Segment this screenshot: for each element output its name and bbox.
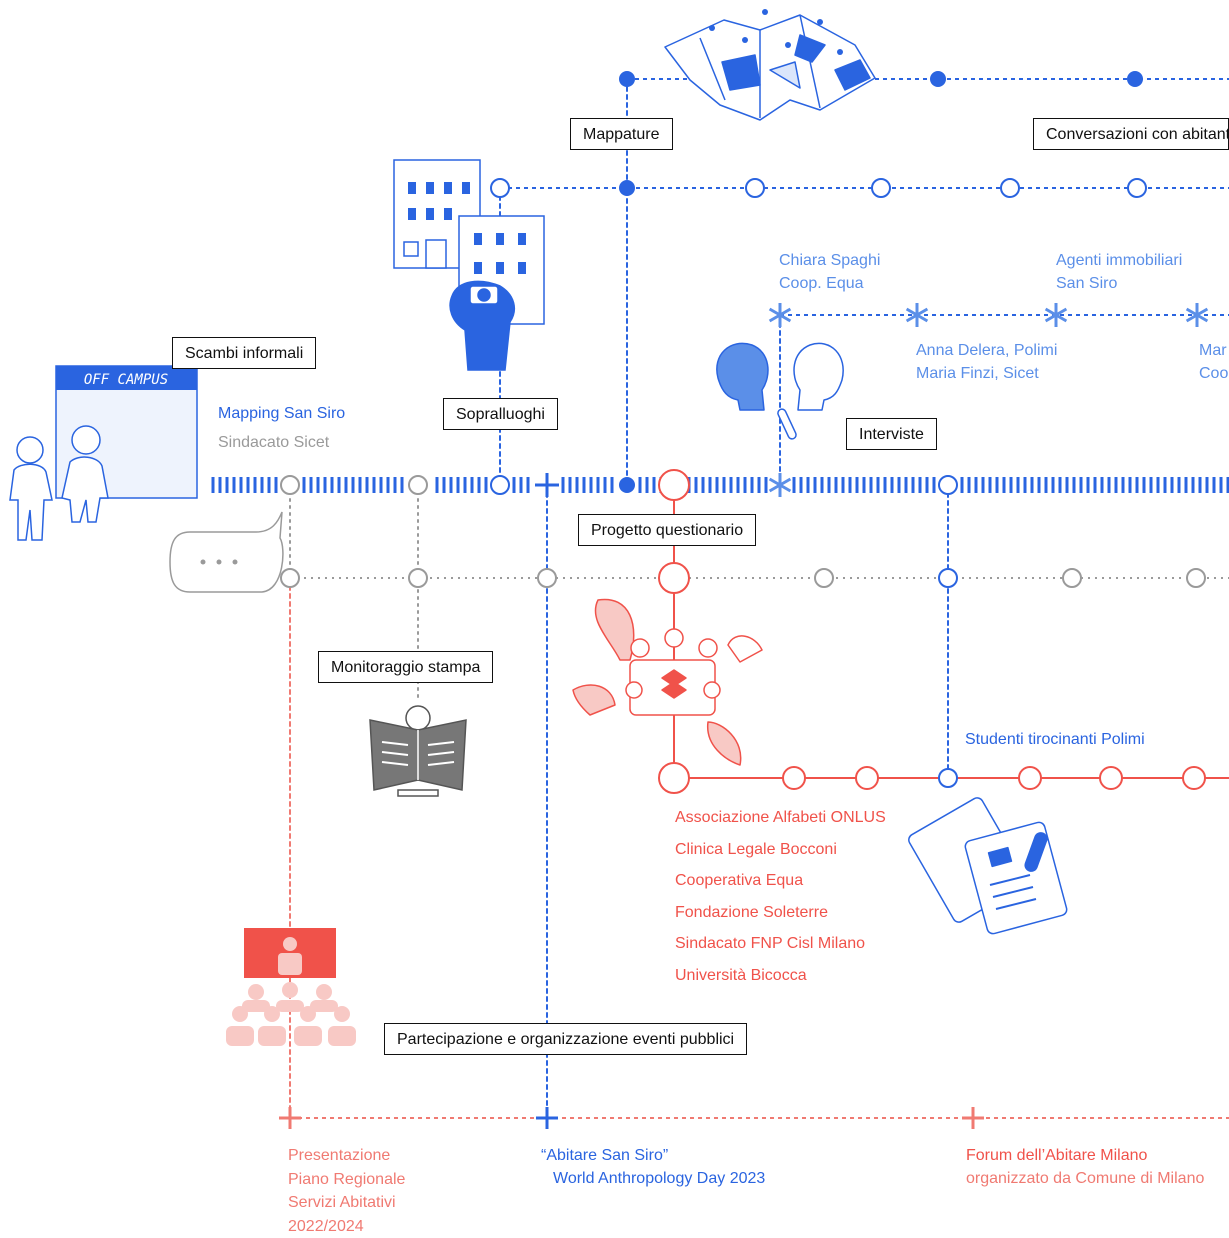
node <box>619 180 635 196</box>
event-line: Presentazione <box>288 1144 405 1168</box>
event-forum: Forum dell’Abitare Milano organizzato da… <box>966 1144 1204 1190</box>
node <box>1128 179 1146 197</box>
folded-map-icon <box>665 9 875 120</box>
label-line: Mar <box>1199 339 1228 362</box>
label-line: Coo <box>1199 362 1228 385</box>
main-timeline <box>213 477 1228 493</box>
node <box>659 763 689 793</box>
node <box>746 179 764 197</box>
event-presentazione: Presentazione Piano Regionale Servizi Ab… <box>288 1144 405 1238</box>
documents-icon <box>907 796 1068 935</box>
event-line: Piano Regionale <box>288 1168 405 1192</box>
label-line: Agenti immobiliari <box>1056 249 1182 272</box>
node <box>1063 569 1081 587</box>
node <box>1183 767 1205 789</box>
node <box>1127 71 1143 87</box>
box-eventi: Partecipazione e organizzazione eventi p… <box>384 1023 747 1055</box>
label-line: Coop. Equa <box>779 272 880 295</box>
node <box>815 569 833 587</box>
node <box>783 767 805 789</box>
label-line: San Siro <box>1056 272 1182 295</box>
label-chiara: Chiara Spaghi Coop. Equa <box>779 249 880 295</box>
event-markers <box>279 1107 984 1129</box>
label-line: Chiara Spaghi <box>779 249 880 272</box>
event-line: “Abitare San Siro” <box>541 1144 765 1167</box>
node <box>1001 179 1019 197</box>
node <box>659 470 689 500</box>
partner-item: Clinica Legale Bocconi <box>675 834 886 866</box>
speech-bubble-icon <box>170 512 283 592</box>
label-line: Anna Delera, Polimi <box>916 339 1057 362</box>
off-campus-text: OFF CAMPUS <box>84 372 168 388</box>
node <box>491 179 509 197</box>
node <box>1187 569 1205 587</box>
node <box>409 476 427 494</box>
node <box>409 569 427 587</box>
label-mar: Mar Coo <box>1199 339 1228 385</box>
box-monitoraggio: Monitoraggio stampa <box>318 651 493 683</box>
asterisk-marker <box>770 473 791 497</box>
node <box>939 569 957 587</box>
node <box>538 569 556 587</box>
node <box>281 476 299 494</box>
node <box>872 179 890 197</box>
node <box>281 569 299 587</box>
node <box>939 769 957 787</box>
meeting-table-icon <box>573 599 762 765</box>
box-interviste: Interviste <box>846 418 937 450</box>
node <box>930 71 946 87</box>
label-agenti: Agenti immobiliari San Siro <box>1056 249 1182 295</box>
box-mappature: Mappature <box>570 118 673 150</box>
informal-nodes <box>281 569 1205 587</box>
label-line: Maria Finzi, Sicet <box>916 362 1057 385</box>
node <box>1019 767 1041 789</box>
partner-item: Cooperativa Equa <box>675 865 886 897</box>
box-scambi: Scambi informali <box>172 337 316 369</box>
plus-marker <box>535 473 559 497</box>
node <box>659 563 689 593</box>
node <box>619 477 635 493</box>
node <box>939 476 957 494</box>
partner-item: Università Bicocca <box>675 960 886 992</box>
box-questionario: Progetto questionario <box>578 514 756 546</box>
node <box>856 767 878 789</box>
box-conversazioni: Conversazioni con abitanti <box>1033 118 1229 150</box>
node <box>491 476 509 494</box>
box-sopralluoghi: Sopralluoghi <box>443 398 558 430</box>
label-mapping-san-siro: Mapping San Siro <box>218 402 345 425</box>
newspaper-reader-icon <box>370 706 466 796</box>
partner-item: Fondazione Soleterre <box>675 897 886 929</box>
event-line: organizzato da Comune di Milano <box>966 1167 1204 1190</box>
label-anna: Anna Delera, Polimi Maria Finzi, Sicet <box>916 339 1057 385</box>
partner-item: Associazione Alfabeti ONLUS <box>675 802 886 834</box>
event-line: 2022/2024 <box>288 1215 405 1238</box>
label-studenti: Studenti tirocinanti Polimi <box>965 728 1145 751</box>
photographer-icon <box>450 281 514 370</box>
partners-list: Associazione Alfabeti ONLUS Clinica Lega… <box>675 802 886 991</box>
event-line: Servizi Abitativi <box>288 1191 405 1215</box>
label-sindacato-sicet: Sindacato Sicet <box>218 431 329 454</box>
node <box>1100 767 1122 789</box>
partner-item: Sindacato FNP Cisl Milano <box>675 928 886 960</box>
event-line: Forum dell’Abitare Milano <box>966 1144 1204 1167</box>
node <box>619 71 635 87</box>
event-abitare: “Abitare San Siro” World Anthropology Da… <box>541 1144 765 1190</box>
event-line: World Anthropology Day 2023 <box>541 1167 765 1190</box>
